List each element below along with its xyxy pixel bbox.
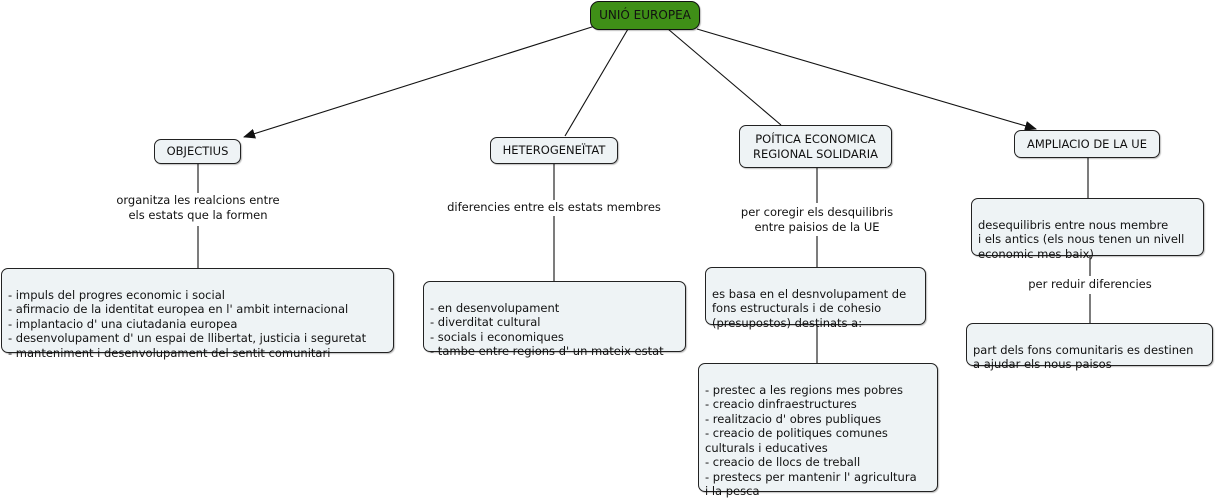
heterogeneitat-link-label: diferencies entre els estats membres (438, 200, 670, 216)
politica-detail-node[interactable]: es basa en el desnvolupament de fons est… (705, 267, 926, 330)
heterogeneitat-detail-node[interactable]: - en desenvolupament - diverditat cultur… (423, 281, 686, 358)
politica-node[interactable]: POÍTICA ECONOMICA REGIONAL SOLIDARIA (739, 125, 892, 168)
objectius-node[interactable]: OBJECTIUS (154, 139, 241, 164)
heterogeneitat-detail-text: - en desenvolupament - diverditat cultur… (430, 300, 664, 359)
link-root-ampliacio (696, 28, 1037, 131)
ampliacio-label: AMPLIACIO DE LA UE (1027, 136, 1147, 151)
politica-link-label: per coregir els desquilibris entre paisi… (723, 205, 911, 236)
politica-label: POÍTICA ECONOMICA REGIONAL SOLIDARIA (752, 132, 879, 161)
ampliacio-link-label: per reduir diferencies (1018, 277, 1162, 293)
link-root-heterogeneitat (564, 28, 629, 137)
link-root-objectius (243, 25, 596, 139)
politica-detail2-text: - prestec a les regions mes pobres - cre… (705, 382, 917, 499)
ampliacio-detail-node[interactable]: desequilibris entre nous membre i els an… (971, 198, 1204, 261)
objectius-link-label: organitza les realcions entre els estats… (98, 193, 298, 226)
ampliacio-detail-text: desequilibris entre nous membre i els an… (978, 217, 1185, 261)
objectius-label: OBJECTIUS (166, 144, 229, 159)
ampliacio-detail2-text: part dels fons comunitaris es destinen a… (973, 342, 1194, 372)
politica-detail-text: es basa en el desnvolupament de fons est… (712, 286, 907, 330)
root-node[interactable]: UNIÓ EUROPEA (590, 1, 700, 30)
link-root-politica (667, 28, 782, 126)
ampliacio-node[interactable]: AMPLIACIO DE LA UE (1014, 130, 1160, 158)
heterogeneitat-node[interactable]: HETEROGENEÏTAT (490, 137, 618, 164)
root-label: UNIÓ EUROPEA (599, 8, 691, 23)
objectius-detail-node[interactable]: - impuls del progres economic i social -… (1, 268, 394, 360)
heterogeneitat-label: HETEROGENEÏTAT (502, 143, 606, 158)
ampliacio-detail2-node[interactable]: part dels fons comunitaris es destinen a… (966, 323, 1213, 371)
objectius-detail-text: - impuls del progres economic i social -… (8, 287, 367, 360)
politica-detail2-node[interactable]: - prestec a les regions mes pobres - cre… (698, 363, 938, 498)
